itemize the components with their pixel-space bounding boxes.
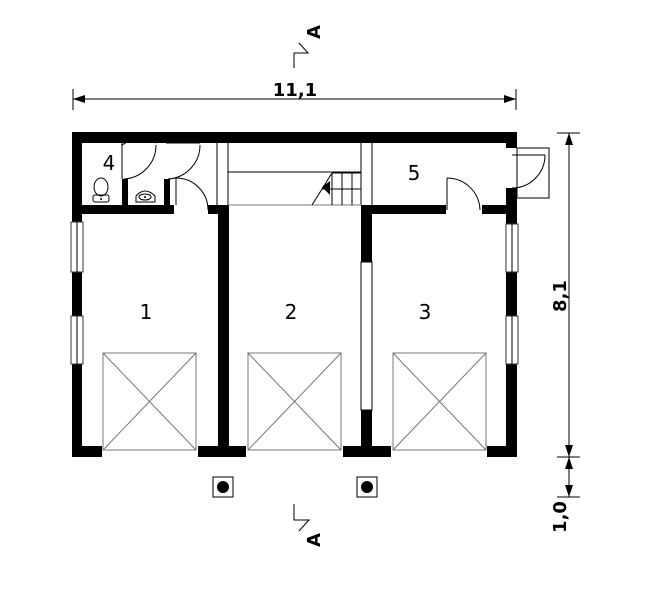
width-dimension: 11,1 (72, 80, 517, 110)
staircase (311, 172, 361, 206)
bollard-right (356, 476, 378, 498)
interior-walls (72, 179, 517, 457)
garage-door-2 (247, 352, 342, 451)
room-3-label: 3 (419, 300, 432, 324)
section-label-top: A (304, 25, 325, 39)
washbasin-icon (135, 190, 156, 203)
room5-doors (446, 147, 550, 211)
room-5-label: 5 (408, 161, 421, 185)
apron-label: 1,0 (550, 501, 571, 533)
room-2-label: 2 (285, 300, 298, 324)
room-1-label: 1 (140, 300, 153, 324)
windows (70, 221, 519, 365)
outer-walls (72, 132, 517, 457)
section-mark-top: A (293, 25, 325, 68)
room-4-label: 4 (103, 151, 116, 175)
bathroom-doors (121, 138, 209, 214)
stair-direction-arrow-icon (322, 181, 330, 195)
depth-label: 8,1 (550, 280, 571, 312)
garage-door-1 (102, 352, 197, 451)
section-label-bottom: A (304, 533, 325, 547)
toilet-icon (92, 177, 110, 203)
width-label: 11,1 (273, 80, 317, 101)
garage-door-3 (392, 352, 487, 451)
depth-dimension: 8,1 1,0 (550, 132, 580, 533)
bollard-left (212, 476, 234, 498)
section-mark-bottom: A (293, 504, 325, 547)
hallway (216, 143, 373, 206)
